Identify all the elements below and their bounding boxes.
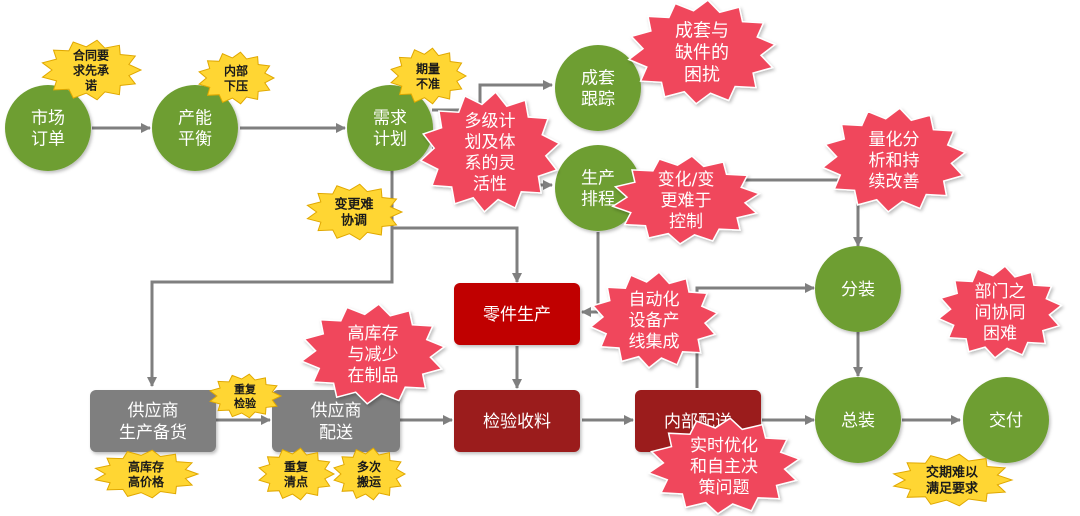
repeat-inspection-burst: 重复检验 [208,373,283,419]
multilevel-planning-burst: 多级计划及体系的灵活性 [419,91,561,213]
repeat-inspection-burst-label: 重复检验 [234,382,257,410]
capacity-balance-node-shape [152,85,238,171]
internal-pressure-burst: 内部下压 [198,51,276,105]
delivery-requirements-burst: 交期难以满足要求 [892,453,1014,507]
high-inventory-wip-burst-label: 高库存与减少在制品 [348,324,399,386]
contract-commitment-burst-label: 合同要求先承诺 [73,47,109,92]
multilevel-planning-burst-label: 多级计划及体系的灵活性 [465,112,516,195]
repeat-counting-burst-label: 重复清点 [284,459,309,489]
production-schedule-node-shape [555,145,641,231]
demand-plan-node-label: 需求计划 [373,109,407,150]
inaccurate-quantity-burst-shape [390,47,468,105]
kitting-shortage-burst-label: 成套与缺件的困扰 [675,20,729,85]
high-inventory-price-burst-shape [94,449,200,499]
kitting-shortage-burst-shape [627,0,777,105]
subassembly-node-shape [815,246,901,332]
automation-integration-burst-label: 自动化设备产线集成 [629,290,680,352]
final-assembly-node-shape [815,377,901,463]
final-assembly-node: 总装 [815,377,901,463]
arrow-distribution-to-subassembly [695,282,816,388]
repeat-counting-burst-shape [258,447,336,501]
connectors [92,79,962,426]
market-order-node: 市场订单 [5,85,91,171]
repeat-counting-burst: 重复清点 [258,447,336,501]
high-inventory-wip-burst: 高库存与减少在制品 [300,303,446,405]
internal-pressure-burst-shape [198,51,276,105]
delivery-node: 交付 [963,377,1049,463]
hard-change-burst: 变更难协调 [306,183,404,241]
parts-production-box: 零件生产 [454,283,580,345]
supplier-delivery-box: 供应商配送 [272,390,400,452]
delivery-requirements-burst-label: 交期难以满足要求 [926,465,979,497]
inaccurate-quantity-burst-label: 期量不准 [416,61,440,91]
quantified-improvement-burst-label: 量化分析和持续改善 [869,130,920,192]
internal-pressure-burst-label: 内部下压 [224,63,248,93]
realtime-optimization-burst-shape [647,417,801,515]
arrow-demand-to-kit [432,79,554,112]
high-inventory-wip-burst-shape [300,303,446,405]
kit-tracking-node-label: 成套跟踪 [581,69,615,110]
multilevel-planning-burst-shape [419,91,561,213]
contract-commitment-burst-shape [41,39,143,101]
change-control-burst-label: 变化/变更难于控制 [658,170,715,232]
inspection-receiving-box-label: 检验收料 [483,412,551,432]
dept-collaboration-burst-label: 部门之间协同困难 [975,282,1026,344]
high-inventory-price-burst-label: 高库存高价格 [128,459,165,489]
market-order-node-label: 市场订单 [31,109,65,150]
quantified-improvement-burst: 量化分析和持续改善 [821,107,967,213]
repeat-inspection-burst-shape [208,373,283,419]
supplier-delivery-box-shape [272,390,400,452]
demand-plan-node: 需求计划 [347,85,433,171]
contract-commitment-burst: 合同要求先承诺 [41,39,143,101]
automation-integration-burst: 自动化设备产线集成 [589,271,719,369]
market-order-node-shape [5,85,91,171]
parts-production-box-shape [454,283,580,345]
dept-collaboration-burst: 部门之间协同困难 [937,265,1063,359]
supplier-stock-box-label: 供应商生产备货 [119,401,187,443]
parts-production-box-label: 零件生产 [483,305,551,325]
subassembly-node-label: 分装 [841,280,875,300]
realtime-optimization-burst: 实时优化和自主决策问题 [647,417,801,515]
production-schedule-node: 生产排程 [555,145,641,231]
delivery-requirements-burst-shape [892,453,1014,507]
change-control-burst: 变化/变更难于控制 [611,155,761,245]
capacity-balance-node: 产能平衡 [152,85,238,171]
kitting-shortage-burst: 成套与缺件的困扰 [627,0,777,105]
kit-tracking-node-shape [555,45,641,131]
dept-collaboration-burst-shape [937,265,1063,359]
inaccurate-quantity-burst: 期量不准 [390,47,468,105]
final-assembly-node-label: 总装 [841,411,875,431]
kit-tracking-node: 成套跟踪 [555,45,641,131]
realtime-optimization-burst-label: 实时优化和自主决策问题 [690,436,758,498]
delivery-node-shape [963,377,1049,463]
hard-change-burst-shape [306,183,404,241]
subassembly-node: 分装 [815,246,901,332]
capacity-balance-node-label: 产能平衡 [178,109,212,150]
high-inventory-price-burst: 高库存高价格 [94,449,200,499]
supplier-stock-box: 供应商生产备货 [90,390,216,452]
production-schedule-node-label: 生产排程 [581,169,615,210]
arrow-to-parts [392,226,523,284]
arrow-to-supplier-stock [146,228,394,388]
change-control-burst-shape [611,155,761,245]
multiple-handling-burst-label: 多次搬运 [357,459,381,489]
hard-change-burst-label: 变更难协调 [334,197,373,229]
quantified-improvement-burst-shape [821,107,967,213]
inspection-receiving-box-shape [454,390,580,452]
multiple-handling-burst-shape [333,447,407,501]
inspection-receiving-box: 检验收料 [454,390,580,452]
delivery-node-label: 交付 [989,411,1023,431]
multiple-handling-burst: 多次搬运 [333,447,407,501]
supplier-delivery-box-label: 供应商配送 [311,401,362,443]
supplier-stock-box-shape [90,390,216,452]
automation-integration-burst-shape [589,271,719,369]
demand-plan-node-shape [347,85,433,171]
